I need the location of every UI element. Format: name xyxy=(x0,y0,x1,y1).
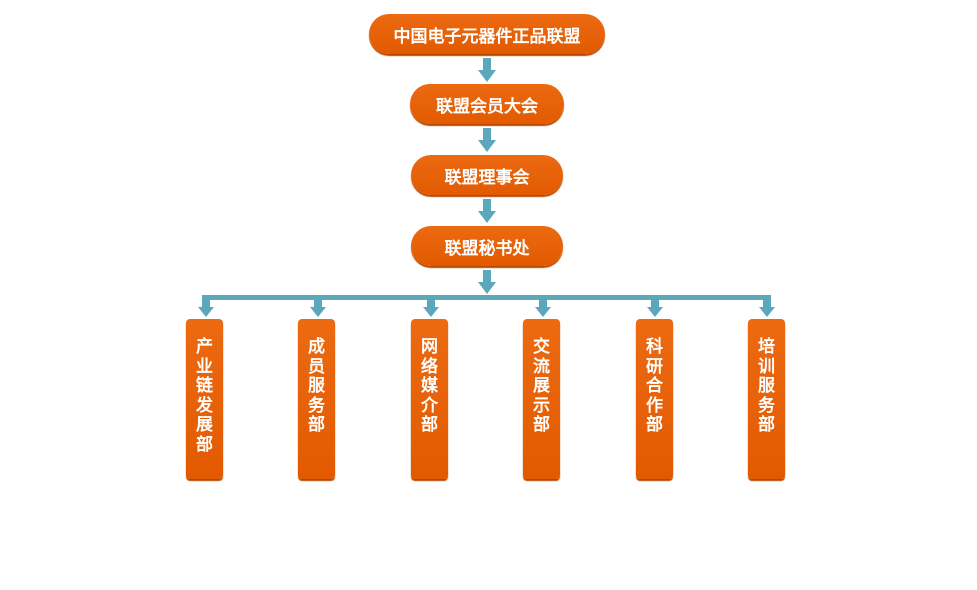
dept-label: 网络媒介部 xyxy=(421,337,438,436)
arrow-to-dept-3 xyxy=(423,296,439,317)
chain-connectors xyxy=(478,58,496,294)
arrow-to-dept-2 xyxy=(310,296,326,317)
dept-exchange-exhibition: 交流展示部 xyxy=(523,319,560,479)
dept-label: 科研合作部 xyxy=(646,337,663,436)
arrow-assembly-to-council xyxy=(478,128,496,152)
bus-horizontal-line xyxy=(202,295,771,300)
dept-training-services: 培训服务部 xyxy=(748,319,785,479)
node-member-assembly: 联盟会员大会 xyxy=(410,84,564,124)
dept-label: 培训服务部 xyxy=(758,337,775,436)
department-bus xyxy=(198,295,775,317)
arrow-council-to-secretariat xyxy=(478,199,496,223)
arrow-to-dept-4 xyxy=(535,296,551,317)
node-secretariat: 联盟秘书处 xyxy=(411,226,563,266)
arrow-secretariat-to-bus xyxy=(478,270,496,294)
dept-industry-chain: 产业链发展部 xyxy=(186,319,223,479)
dept-research-cooperation: 科研合作部 xyxy=(636,319,673,479)
arrow-to-dept-6 xyxy=(759,296,775,317)
dept-label: 交流展示部 xyxy=(533,337,550,436)
arrow-to-dept-5 xyxy=(647,296,663,317)
dept-network-media: 网络媒介部 xyxy=(411,319,448,479)
arrow-alliance-to-assembly xyxy=(478,58,496,82)
node-council: 联盟理事会 xyxy=(411,155,563,195)
dept-member-services: 成员服务部 xyxy=(298,319,335,479)
dept-label: 产业链发展部 xyxy=(196,337,213,455)
dept-label: 成员服务部 xyxy=(308,337,325,436)
arrow-to-dept-1 xyxy=(198,296,214,317)
node-alliance: 中国电子元器件正品联盟 xyxy=(369,14,605,54)
